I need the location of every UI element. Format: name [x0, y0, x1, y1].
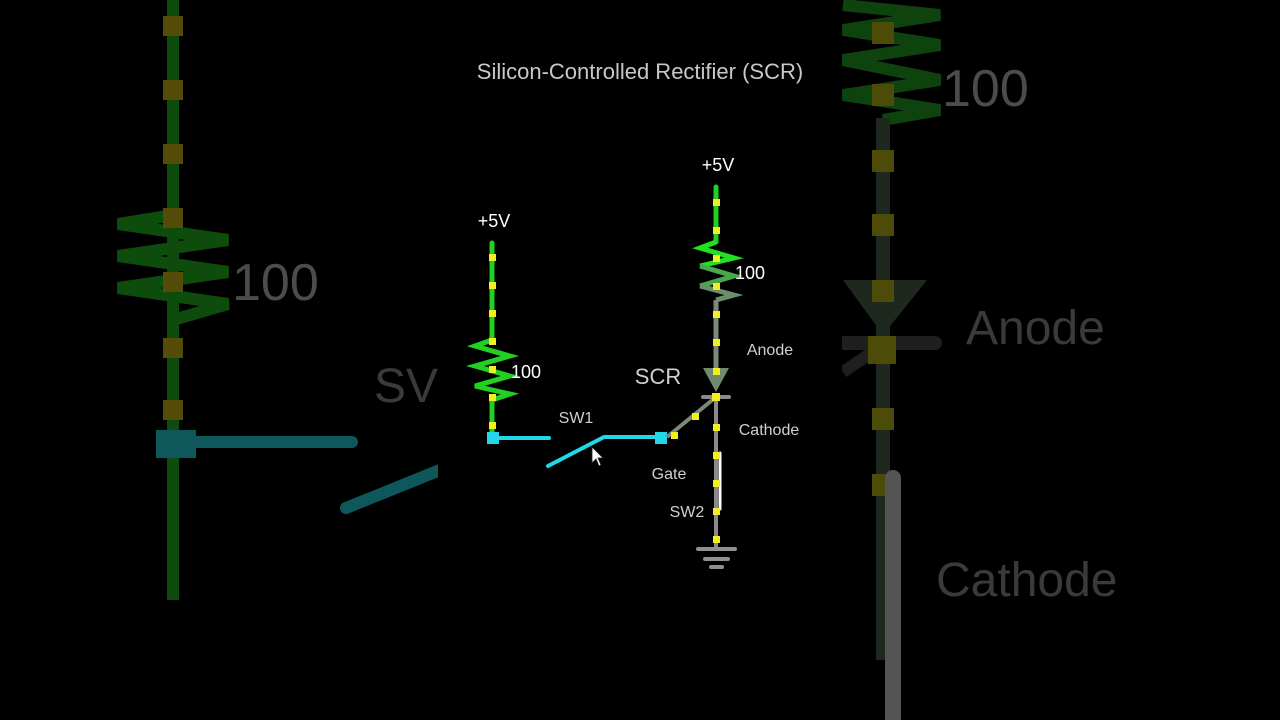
zoom-switch-terminal [156, 430, 196, 458]
zoom-node [872, 280, 894, 302]
scr-label: SCR [635, 364, 681, 389]
zoom-node [872, 22, 894, 44]
zoom-node [163, 338, 183, 358]
zoom-node [163, 208, 183, 228]
sw2-label: SW2 [670, 504, 705, 521]
left-circuit: +5V 100 SW1 [465, 211, 667, 468]
zoom-scr-triangle [843, 280, 927, 335]
node-marker [489, 310, 496, 317]
right-resistor-mid [699, 263, 743, 289]
right-resistor-bottom[interactable] [699, 283, 744, 303]
node-marker [713, 508, 720, 515]
node-marker [713, 480, 720, 487]
zoom-node [163, 80, 183, 100]
zoom-node [872, 214, 894, 236]
zoom-node [872, 150, 894, 172]
zoom-anode-label: Anode [966, 302, 1105, 355]
anode-label: Anode [747, 342, 793, 359]
zoom-switch-blade [340, 464, 446, 514]
node-marker [489, 254, 496, 261]
node-marker [713, 536, 720, 543]
zoom-node [872, 84, 894, 106]
gate-connection: Gate [652, 395, 718, 483]
zoom-node [163, 144, 183, 164]
zoom-node [163, 272, 183, 292]
node-marker [713, 368, 720, 375]
scr-diode-triangle[interactable] [703, 368, 729, 392]
zoom-resistor [841, 0, 942, 126]
sw1-label: SW1 [559, 410, 594, 427]
right-resistor-top [692, 239, 744, 269]
cathode-label: Cathode [739, 422, 800, 439]
right-circuit: +5V 100 SCR Anode Cathode SW2 [635, 155, 800, 569]
sw1-terminal-right[interactable] [655, 432, 667, 444]
node-marker [713, 311, 720, 318]
zoom-node [868, 336, 896, 364]
left-resistor-value: 100 [511, 362, 541, 382]
gate-wire [665, 395, 718, 439]
zoom-resistor-label: 100 [232, 254, 319, 312]
node-marker [713, 339, 720, 346]
right-zoom-panel: 100 Anode Cathode [836, 0, 1117, 720]
ground-icon [696, 547, 737, 569]
node-marker [489, 282, 496, 289]
center-panel-bg [438, 0, 842, 720]
zoom-node [163, 400, 183, 420]
mouse-cursor-icon [591, 446, 604, 467]
node-marker [671, 432, 678, 439]
diagram-title: Silicon-Controlled Rectifier (SCR) [477, 59, 803, 84]
node-marker [489, 338, 496, 345]
right-resistor-value: 100 [735, 263, 765, 283]
zoom-node [163, 16, 183, 36]
node-marker [713, 452, 720, 459]
left-supply-label: +5V [478, 211, 511, 231]
node-marker [713, 283, 720, 290]
node-marker [489, 422, 496, 429]
node-marker [712, 393, 720, 401]
node-marker [713, 424, 720, 431]
sw1-terminal-left[interactable] [487, 432, 499, 444]
zoom-node [872, 408, 894, 430]
sw1-blade[interactable] [546, 435, 660, 468]
node-marker [713, 255, 720, 262]
zoom-switch-label: SV [374, 360, 438, 413]
node-marker [489, 394, 496, 401]
zoom-cathode-label: Cathode [936, 554, 1117, 607]
left-zoom-panel: 100 SV [117, 0, 446, 600]
node-marker [692, 413, 699, 420]
node-marker [713, 199, 720, 206]
node-marker [713, 227, 720, 234]
zoom-resistor-label: 100 [942, 60, 1029, 118]
right-supply-label: +5V [702, 155, 735, 175]
node-marker [489, 366, 496, 373]
zoom-resistor [117, 209, 230, 326]
gate-label: Gate [652, 466, 687, 483]
